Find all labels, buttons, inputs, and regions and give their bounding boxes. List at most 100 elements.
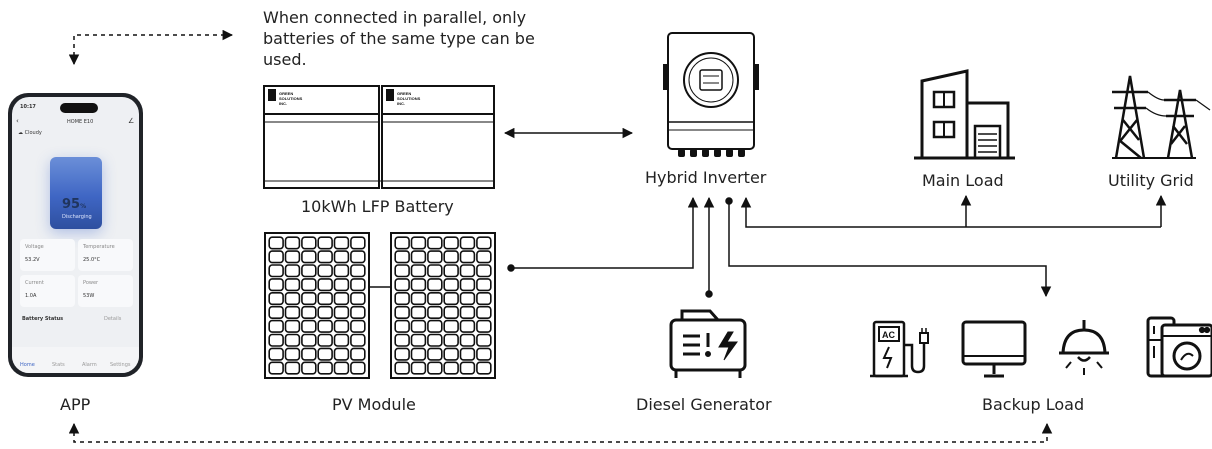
pv-cell: [459, 361, 476, 375]
pv-cell: [476, 291, 492, 306]
pv-cell: [410, 305, 427, 320]
details-link[interactable]: Details: [104, 316, 122, 322]
pv-cell: [410, 291, 427, 306]
tab-stats[interactable]: Stats: [52, 362, 65, 368]
dynamic-island: [60, 103, 98, 113]
tab-home[interactable]: Home: [20, 362, 35, 368]
soc-unit: %: [80, 203, 87, 210]
inverter-backup-link: [725, 197, 1052, 298]
pv-cell: [394, 264, 410, 278]
pv-cell: [476, 305, 492, 320]
building-icon: [914, 69, 1015, 160]
pv-cell: [317, 250, 333, 264]
pv-cell: [427, 333, 443, 347]
pv-cell: [394, 347, 410, 361]
pv-cell: [268, 264, 284, 278]
pv-cell: [301, 250, 317, 264]
pv-cell: [301, 278, 317, 292]
soc-number: 95: [62, 197, 81, 212]
app-label: APP: [60, 395, 91, 414]
pv-cell: [427, 291, 443, 306]
pv-cell: [410, 250, 427, 264]
pv-cell: [459, 236, 476, 250]
battery-soc-visual: 95% Discharging: [50, 157, 102, 229]
pv-cell: [427, 347, 443, 361]
pv-cell: [333, 236, 350, 250]
pv-cell: [443, 319, 459, 333]
pv-cell: [476, 264, 492, 278]
utility-grid-label: Utility Grid: [1108, 171, 1194, 190]
pv-cell: [427, 264, 443, 278]
pv-cell: [268, 278, 284, 292]
back-icon[interactable]: ‹: [16, 117, 19, 125]
pv-cell: [317, 305, 333, 320]
pv-cell: [350, 250, 366, 264]
main-load-label: Main Load: [922, 171, 1004, 190]
brand-line-3: INC.: [279, 101, 287, 106]
pv-cell: [443, 305, 459, 320]
edit-icon[interactable]: ∠: [128, 117, 135, 125]
pv-panel-left: [264, 232, 370, 379]
pv-cell: [268, 361, 284, 375]
pv-cell: [427, 236, 443, 250]
current-card: Current 1.0A: [20, 275, 75, 307]
brand-line-3: INC.: [397, 101, 405, 106]
phone-title: HOME E10: [67, 119, 94, 125]
pv-cell: [394, 361, 410, 375]
pv-panel-right: [390, 232, 496, 379]
weather-text: ☁ Cloudy: [18, 130, 42, 136]
battery-icon: [263, 85, 495, 189]
pv-cell: [350, 347, 366, 361]
pv-cell: [350, 361, 366, 375]
pv-cell: [333, 333, 350, 347]
pv-cell: [443, 333, 459, 347]
pv-cell: [443, 264, 459, 278]
metric-name: Current: [25, 280, 44, 286]
pv-cell: [350, 333, 366, 347]
app-phone: 10:17 HOME E10 ‹ ∠ ☁ Cloudy 95% Discharg…: [8, 93, 143, 377]
pv-cell: [317, 347, 333, 361]
battery-status-label[interactable]: Battery Status: [22, 316, 64, 322]
tab-settings[interactable]: Settings: [110, 362, 131, 368]
generator-inverter-link: [703, 196, 715, 298]
pv-cell: [443, 278, 459, 292]
metric-value: 53W: [83, 293, 95, 299]
app-screen: 10:17 HOME E10 ‹ ∠ ☁ Cloudy 95% Discharg…: [12, 97, 139, 373]
pv-cell: [459, 319, 476, 333]
backup-load-label: Backup Load: [982, 395, 1085, 414]
hybrid-inverter-label: Hybrid Inverter: [645, 168, 767, 187]
pv-cell: [268, 305, 284, 320]
tab-alarm[interactable]: Alarm: [82, 362, 97, 368]
hybrid-inverter-icon: [663, 32, 759, 157]
pv-cell: [301, 319, 317, 333]
pv-cell: [410, 236, 427, 250]
phone-time: 10:17: [20, 104, 36, 110]
pv-cell: [301, 291, 317, 306]
pv-cell: [268, 291, 284, 306]
pv-cell: [317, 333, 333, 347]
pv-cell: [476, 347, 492, 361]
pv-cell: [350, 291, 366, 306]
pv-cell: [350, 278, 366, 292]
pv-cell: [410, 361, 427, 375]
monitor-icon: [961, 320, 1027, 378]
metric-name: Power: [83, 280, 99, 286]
pv-cell: [284, 347, 301, 361]
metric-value: 53.2V: [25, 257, 40, 263]
pv-cell: [410, 333, 427, 347]
pv-cell: [284, 250, 301, 264]
pv-cell: [459, 278, 476, 292]
app-backup-link: [68, 422, 1053, 443]
pv-cell: [317, 361, 333, 375]
pv-cell: [443, 347, 459, 361]
pv-cell: [317, 291, 333, 306]
pv-cell: [317, 278, 333, 292]
pv-cell: [459, 264, 476, 278]
brand-line-2: SOLUTIONS: [279, 96, 303, 101]
pv-cell: [284, 291, 301, 306]
pv-cell: [284, 361, 301, 375]
pv-cell: [427, 278, 443, 292]
pv-cell: [427, 305, 443, 320]
pv-cell: [459, 333, 476, 347]
